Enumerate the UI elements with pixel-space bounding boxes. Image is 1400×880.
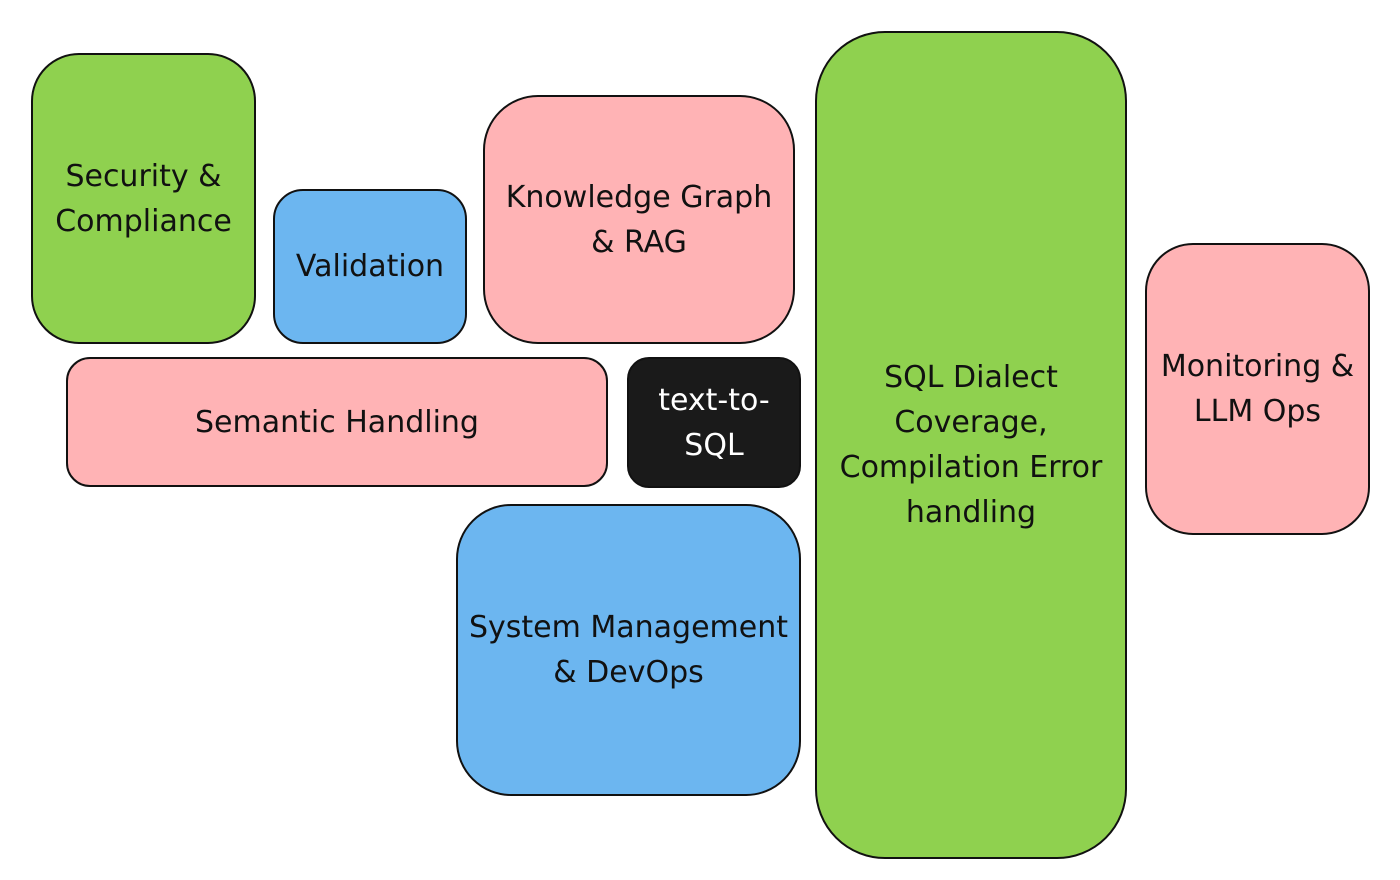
- sql-dialect-coverage-block: SQL Dialect Coverage, Compilation Error …: [815, 31, 1127, 859]
- system-management-devops-label: System Management & DevOps: [468, 610, 789, 690]
- validation-block: Validation: [273, 189, 467, 344]
- knowledge-graph-rag-block: Knowledge Graph & RAG: [483, 95, 795, 344]
- system-management-devops-block: System Management & DevOps: [456, 504, 801, 796]
- monitoring-llm-ops-label: Monitoring & LLM Ops: [1160, 349, 1355, 429]
- sql-dialect-coverage-label: SQL Dialect Coverage, Compilation Error …: [839, 360, 1103, 530]
- security-compliance-label: Security & Compliance: [55, 158, 232, 239]
- text-to-sql-core-block: text-to- SQL: [627, 357, 801, 488]
- semantic-handling-label: Semantic Handling: [195, 404, 479, 440]
- semantic-handling-block: Semantic Handling: [66, 357, 608, 487]
- text-to-sql-label: text-to- SQL: [658, 382, 770, 463]
- monitoring-llm-ops-block: Monitoring & LLM Ops: [1145, 243, 1370, 535]
- knowledge-graph-rag-label: Knowledge Graph & RAG: [505, 179, 773, 260]
- validation-label: Validation: [295, 249, 445, 284]
- security-compliance-block: Security & Compliance: [31, 53, 256, 344]
